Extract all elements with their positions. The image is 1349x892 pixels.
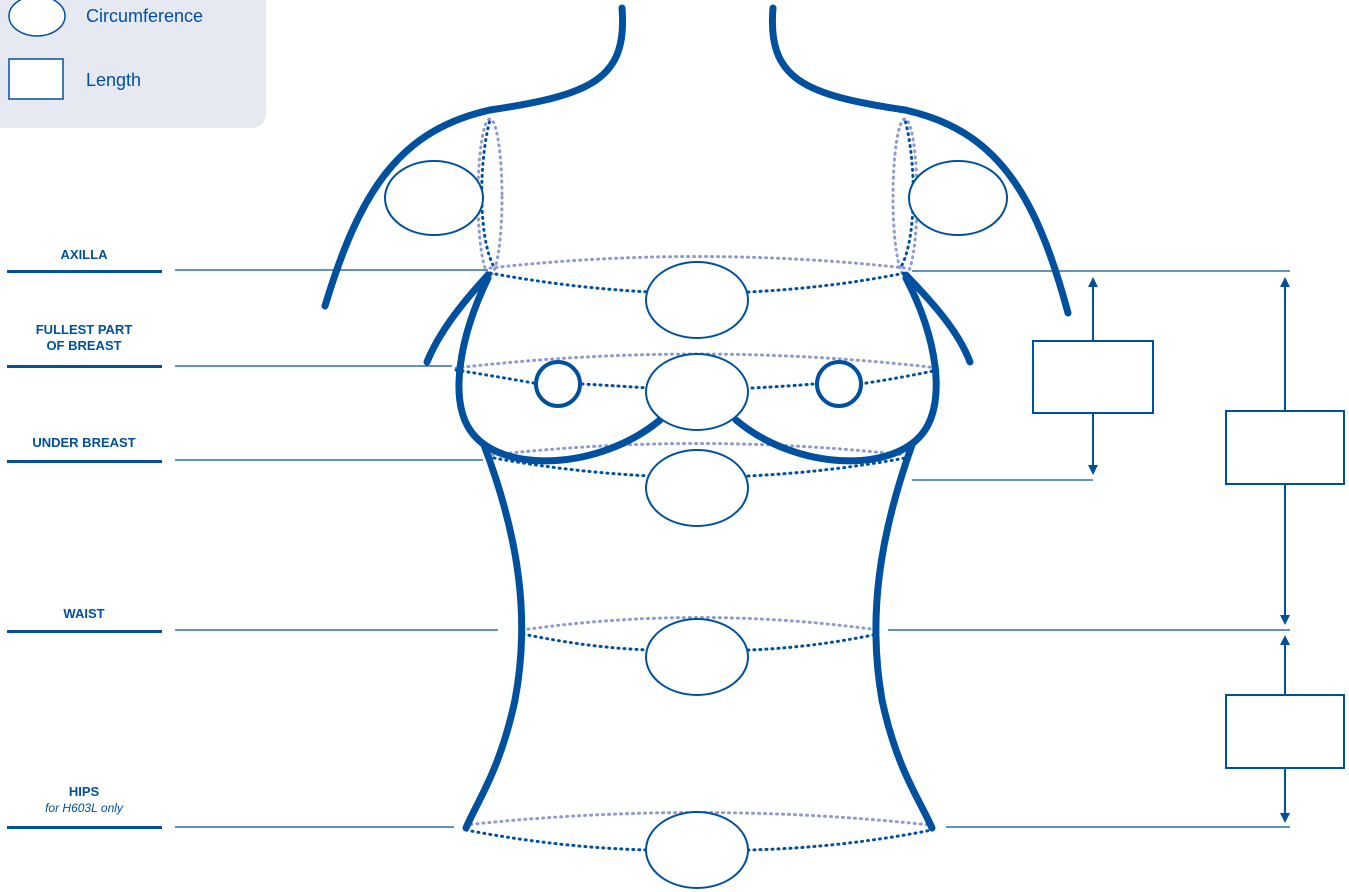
left-armpit-line [427, 275, 488, 362]
left-neck-shoulder-arm [325, 8, 623, 306]
label-hips-note: for H603L only [0, 801, 168, 815]
rule-under-breast [7, 460, 162, 463]
legend-circumference-label: Circumference [86, 6, 203, 27]
label-fullest-line1: FULLEST PART [0, 322, 168, 338]
length-boxes [1033, 341, 1344, 768]
right-armpit-line [906, 275, 970, 362]
left-torso [466, 445, 522, 828]
axilla-circumference [646, 262, 748, 338]
right-breast-point-circle [817, 362, 861, 406]
length-box-axilla-under-breast [1033, 341, 1153, 413]
label-under-breast: UNDER BREAST [0, 435, 168, 451]
hips-circumference [646, 812, 748, 888]
upper-arm-left-circumference [385, 161, 483, 235]
under-breast-circumference [646, 450, 748, 526]
length-box-axilla-waist [1226, 411, 1344, 484]
label-fullest-line2: OF BREAST [0, 338, 168, 354]
legend-length-icon [9, 59, 63, 99]
upper-arm-right-circumference [909, 161, 1007, 235]
label-hips: HIPS [0, 784, 168, 800]
rule-hips [7, 826, 162, 829]
legend-circumference-icon [9, 0, 65, 36]
legend-length-label: Length [86, 70, 141, 91]
fullest-breast-circumference [646, 354, 748, 430]
rule-axilla [7, 270, 162, 273]
label-axilla: AXILLA [0, 247, 168, 263]
length-box-waist-hips [1226, 695, 1344, 768]
rule-fullest [7, 365, 162, 368]
rule-waist [7, 630, 162, 633]
left-breast-point-circle [536, 362, 580, 406]
right-torso [876, 445, 932, 828]
right-neck-shoulder-arm [772, 8, 1068, 313]
label-waist: WAIST [0, 606, 168, 622]
waist-circumference [646, 619, 748, 695]
